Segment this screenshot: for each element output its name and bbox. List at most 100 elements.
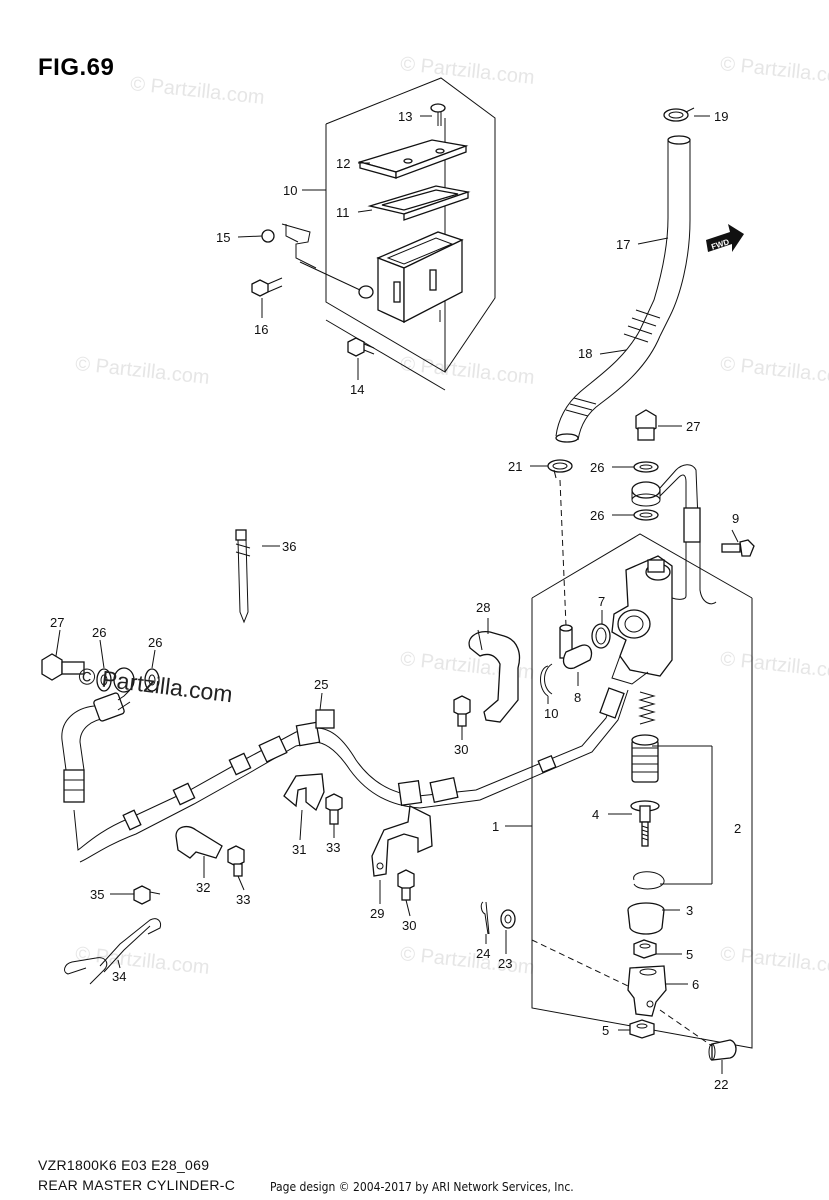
callout-35: 35 xyxy=(90,887,104,902)
bolt-33 xyxy=(325,793,343,825)
callout-11: 10 xyxy=(283,183,297,198)
callout-32: 32 xyxy=(196,880,210,895)
clevis-6 xyxy=(627,965,667,1017)
dashed-guide xyxy=(559,479,567,627)
o-ring-7 xyxy=(591,623,611,649)
callout-7: 7 xyxy=(598,594,605,609)
connector-8 xyxy=(559,624,593,670)
callout-30: 30 xyxy=(402,918,416,933)
push-rod-4 xyxy=(630,800,660,847)
callout-21: 21 xyxy=(508,459,522,474)
washer-26 xyxy=(633,509,659,521)
callout-31: 31 xyxy=(292,842,306,857)
bracket-28 xyxy=(468,629,521,723)
model-code: VZR1800K6 E03 E28_069 xyxy=(38,1157,210,1173)
nut-5 xyxy=(633,939,657,959)
callout-30: 30 xyxy=(454,742,468,757)
forward-arrow-icon: FWD xyxy=(706,224,744,252)
callout-26: 26 xyxy=(92,625,106,640)
callout-29: 29 xyxy=(370,906,384,921)
washer-26 xyxy=(96,668,112,692)
callout-33: 33 xyxy=(236,892,250,907)
callout-33: 33 xyxy=(326,840,340,855)
cotter-pin-24 xyxy=(480,901,490,935)
screw-14 xyxy=(430,103,446,126)
callout-20: 19 xyxy=(714,109,728,124)
callout-14: 13 xyxy=(398,109,412,124)
part-name: REAR MASTER CYLINDER-C xyxy=(38,1177,236,1193)
banjo-fitting xyxy=(631,464,699,521)
callout-27: 27 xyxy=(686,419,700,434)
figure-title: FIG.69 xyxy=(38,54,115,81)
copyright-notice: Page design © 2004-2017 by ARI Network S… xyxy=(270,1180,574,1194)
callout-25: 25 xyxy=(314,677,328,692)
callout-24: 24 xyxy=(476,946,490,961)
callout-26: 26 xyxy=(590,460,604,475)
bolt-15 xyxy=(347,337,375,357)
callout-19: 18 xyxy=(578,346,592,361)
master-cylinder-body xyxy=(611,555,673,685)
clamp-20 xyxy=(663,107,695,122)
union-bolt-27-left xyxy=(41,653,85,681)
bolt-30 xyxy=(453,695,471,727)
bolt-33 xyxy=(227,845,245,877)
brake-hose-25 xyxy=(61,687,629,863)
callout-2: 2 xyxy=(734,821,741,836)
clip-32 xyxy=(175,825,223,859)
callout-22: 22 xyxy=(714,1077,728,1092)
clip-31 xyxy=(283,773,325,812)
callout-6: 6 xyxy=(692,977,699,992)
brake-hose-upper xyxy=(671,507,717,605)
union-bolt-27 xyxy=(635,409,657,441)
pin-22 xyxy=(708,1039,737,1061)
bolt-35 xyxy=(133,885,161,905)
diaphragm-12 xyxy=(367,185,471,221)
callout-16: 15 xyxy=(216,230,230,245)
nut-5 xyxy=(629,1019,655,1039)
callout-18: 17 xyxy=(616,237,630,252)
reservoir-body xyxy=(358,231,464,324)
callout-28: 28 xyxy=(476,600,490,615)
callout-27: 27 xyxy=(50,615,64,630)
cable-tie-36 xyxy=(235,529,251,624)
callout-10: 9 xyxy=(732,511,739,526)
callout-5: 5 xyxy=(602,1023,609,1038)
circlip xyxy=(633,871,665,890)
callout-9: 10 xyxy=(544,706,558,721)
dashed-guide xyxy=(659,1009,713,1047)
callout-labels: 13 12 11 10 15 16 14 19 17 18 21 27 26 2… xyxy=(50,109,741,1092)
callout-1: 1 xyxy=(492,819,499,834)
clamp-21 xyxy=(547,459,573,479)
bolt-30 xyxy=(397,869,415,901)
washer-23 xyxy=(500,909,516,929)
callout-15: 14 xyxy=(350,382,364,397)
callout-23: 23 xyxy=(498,956,512,971)
bracket-29 xyxy=(371,805,433,877)
banjo-fitting-left xyxy=(113,667,135,693)
circlip-9 xyxy=(540,663,553,697)
callout-34: 34 xyxy=(112,969,126,984)
reservoir-cap-13 xyxy=(357,139,469,179)
callout-12: 11 xyxy=(336,205,350,220)
reservoir-hose-18 xyxy=(555,135,691,443)
boot-3 xyxy=(627,902,665,935)
callout-26: 26 xyxy=(590,508,604,523)
clamp-34 xyxy=(64,918,161,985)
dashed-guide xyxy=(531,939,629,987)
bolt-17 xyxy=(251,277,283,297)
callout-8: 8 xyxy=(574,690,581,705)
callout-13: 12 xyxy=(336,156,350,171)
bolt-10 xyxy=(721,539,755,557)
callout-4: 4 xyxy=(592,807,599,822)
leader-lines xyxy=(55,115,739,1074)
callout-5: 5 xyxy=(686,947,693,962)
callout-3: 3 xyxy=(686,903,693,918)
callout-17: 16 xyxy=(254,322,268,337)
callout-36: 36 xyxy=(282,539,296,554)
washer-26 xyxy=(144,668,160,692)
piston-assembly xyxy=(631,734,659,783)
spring xyxy=(638,691,656,725)
washer-26 xyxy=(633,461,659,473)
callout-26: 26 xyxy=(148,635,162,650)
